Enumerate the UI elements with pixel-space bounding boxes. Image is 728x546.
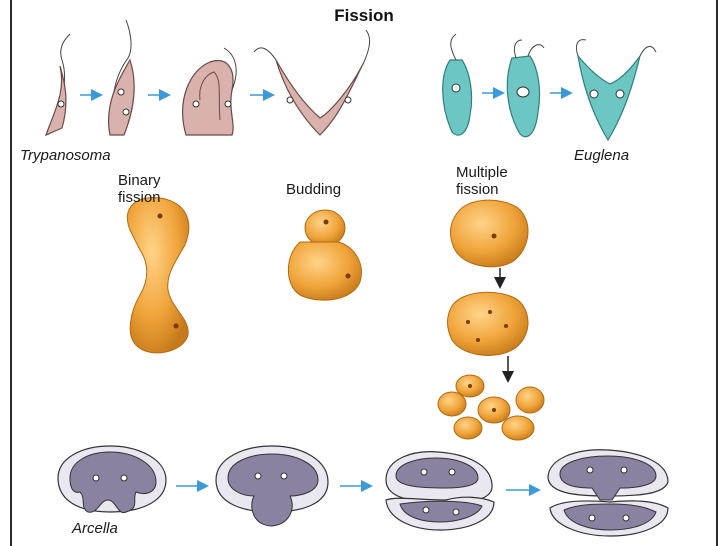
right-border: [716, 0, 718, 546]
binary-fission-label-line1: Binary: [118, 172, 161, 189]
multiple-fission-cell-1: [450, 199, 529, 268]
euglena-label: Euglena: [574, 147, 630, 164]
budding-cell: [287, 209, 362, 301]
trypanosoma-cell-3: [182, 47, 237, 136]
arcella-cell-4: [547, 449, 669, 537]
multiple-fission-label-line1: Multiple: [456, 164, 508, 181]
arcella-cell-2: [215, 445, 329, 527]
trypanosoma-cell-1: [44, 33, 71, 137]
trypanosoma-cell-4: [253, 29, 371, 136]
euglena-cell-2: [506, 39, 545, 138]
binary-fission-cell: [126, 196, 190, 354]
trypanosoma-cell-2: [108, 19, 135, 136]
euglena-cell-3: [575, 39, 657, 142]
arcella-cell-1: [57, 445, 167, 514]
diagram-title: Fission: [334, 6, 394, 25]
multiple-fission-label-line2: fission: [456, 181, 499, 198]
euglena-cell-1: [442, 33, 473, 136]
binary-fission-label-line2: fission: [118, 189, 161, 206]
left-border: [10, 0, 12, 546]
budding-label: Budding: [286, 181, 342, 198]
multiple-fission-cell-2: [447, 291, 529, 356]
multiple-fission-daughter-cells: [437, 374, 545, 441]
arcella-cell-3: [385, 451, 495, 531]
trypanosoma-label: Trypanosoma: [20, 147, 111, 164]
arcella-label: Arcella: [72, 520, 118, 537]
